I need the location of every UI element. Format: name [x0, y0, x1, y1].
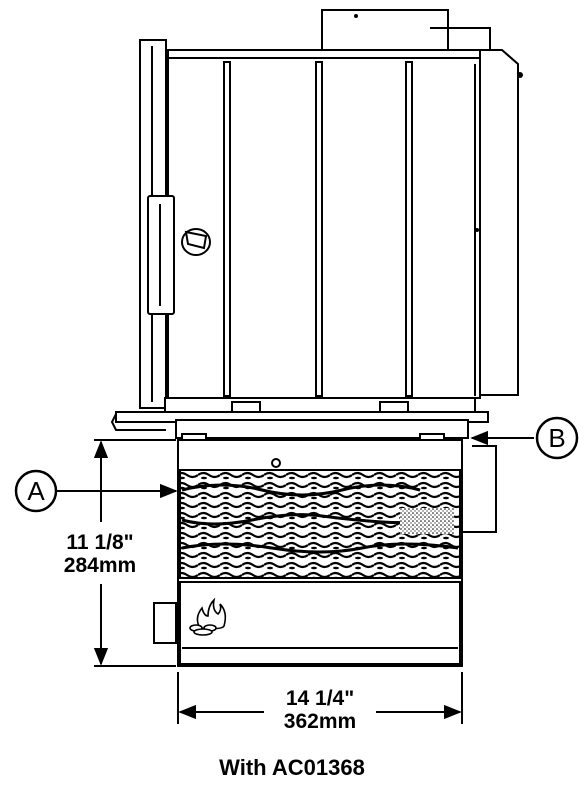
log-box-accessory — [153, 439, 463, 667]
height-dimension — [93, 439, 176, 667]
height-metric-label: 284mm — [64, 554, 136, 577]
ember-area — [400, 508, 454, 534]
air-control-knob — [181, 228, 211, 256]
callout-b-leader — [462, 430, 534, 533]
bottom-tray — [175, 419, 469, 439]
width-dimension — [177, 672, 463, 724]
callout-b: B — [535, 416, 579, 460]
callout-a: A — [14, 469, 58, 513]
stove-body — [110, 9, 523, 445]
flue-collar — [321, 9, 449, 51]
callout-a-label: A — [27, 476, 45, 506]
side-connector — [153, 602, 177, 644]
width-imperial-label: 14 1/4" — [286, 687, 354, 710]
callout-b-label: B — [548, 423, 565, 453]
stove-cabinet — [167, 57, 481, 399]
figure-caption: With AC01368 — [219, 755, 365, 780]
flame-logo-icon — [189, 597, 227, 636]
height-imperial-label: 11 1/8" — [66, 531, 133, 554]
width-metric-label: 362mm — [284, 710, 356, 733]
